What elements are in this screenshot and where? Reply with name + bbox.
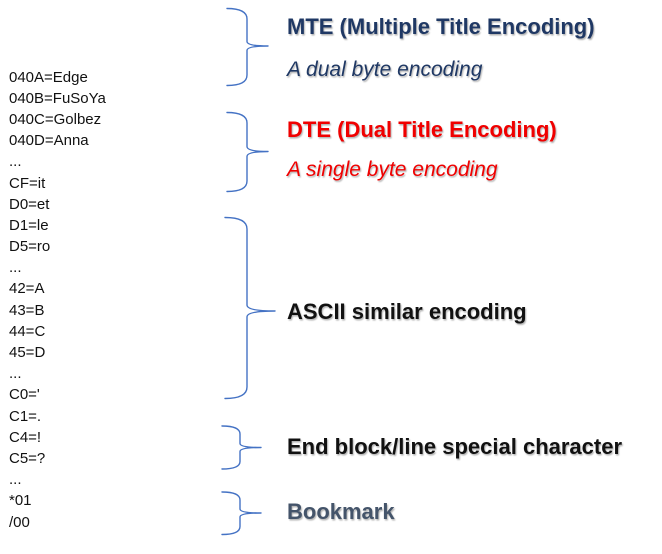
ascii-label: ASCII similar encoding [287,299,527,324]
code-line: ... [9,153,22,171]
right-brace-end-block-icon [221,425,262,470]
dte-title: DTE (Dual Title Encoding) [287,117,557,142]
right-brace-bookmark-icon [221,491,262,536]
code-line: *01 [9,492,32,510]
end-block-label: End block/line special character [287,434,623,459]
code-line: 040A=Edge [9,68,88,86]
bookmark-label: Bookmark [287,499,395,524]
code-line: D5=ro [9,238,51,256]
code-line: C1=. [9,407,42,425]
code-line: D1=le [9,216,49,234]
code-line: 040B=FuSoYa [9,89,106,107]
code-line: 040C=Golbez [9,110,102,128]
code-line: ... [9,365,22,383]
mte-subtitle: A dual byte encoding [287,58,483,81]
code-line: C5=? [9,449,46,467]
encoding-table-text: 040A=Edge 040B=FuSoYa 040C=Golbez 040D=Anna… [9,3,198,554]
code-line: ... [9,259,22,277]
code-line: C0=' [9,386,40,404]
code-line: ... [9,471,22,489]
dte-subtitle: A single byte encoding [287,158,498,181]
code-line: 43=B [9,301,45,319]
right-brace-dte-icon [226,111,269,193]
code-line: 040D=Anna [9,132,89,150]
mte-title: MTE (Multiple Title Encoding) [287,14,595,39]
code-line: 44=C [9,322,46,340]
code-line: 45=D [9,344,46,362]
code-line: CF=it [9,174,46,192]
right-brace-ascii-icon [224,216,276,400]
code-line [9,533,198,554]
code-line: /00 [9,513,30,531]
code-line: D0=et [9,195,50,213]
code-line: 42=A [9,280,45,298]
code-line: C4=! [9,428,42,446]
right-brace-mte-icon [226,7,269,87]
